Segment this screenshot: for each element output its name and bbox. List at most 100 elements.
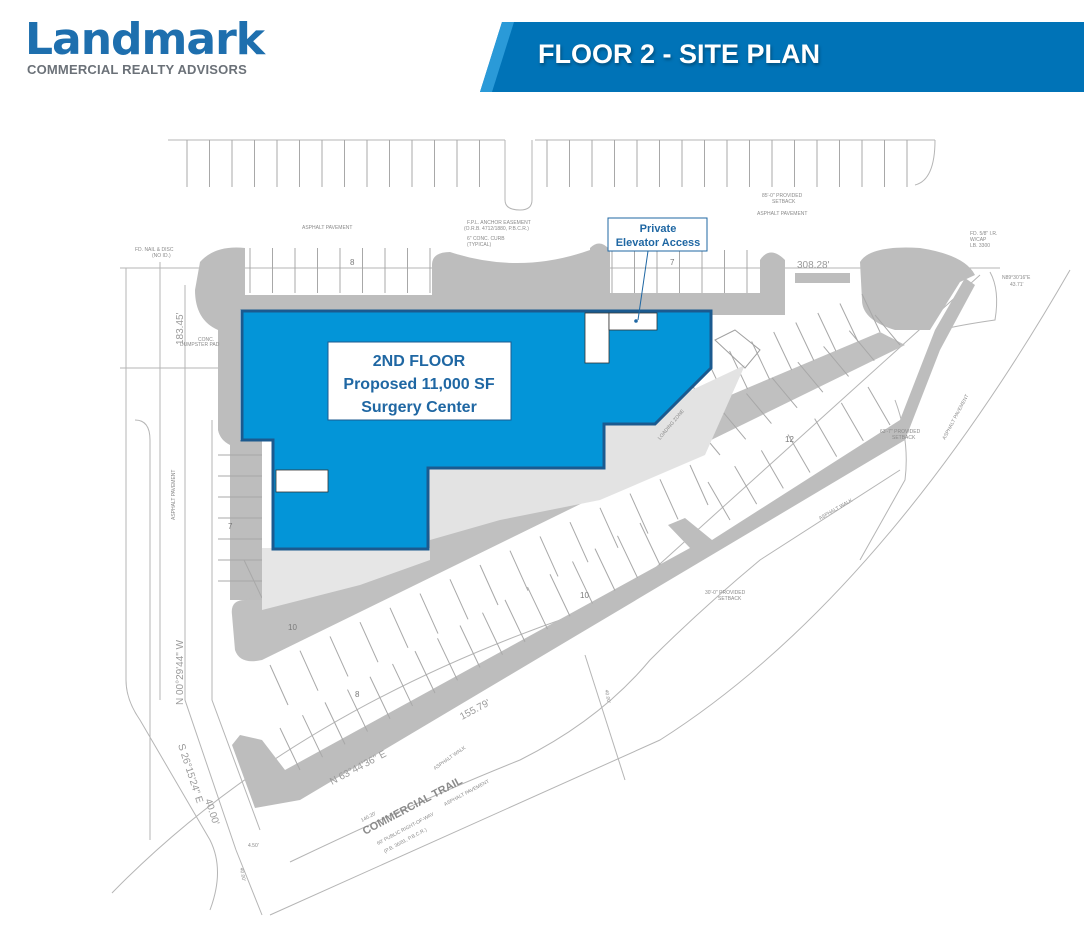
parking-count: 10	[288, 623, 297, 632]
label-asphalt-pavement: ASPHALT PAVEMENT	[302, 225, 352, 231]
parking-stall-line	[599, 507, 619, 549]
parking-count: 8	[355, 690, 360, 699]
label-easement: (O.R.B. 4712/1880, P.B.C.R.)	[464, 226, 529, 232]
dim-west-bearing: N 00°29'44" W	[175, 639, 186, 705]
parking-stall-line	[359, 621, 379, 663]
parking-stall-line	[840, 402, 864, 442]
elevator-icon	[608, 312, 658, 331]
building-use-label: Surgery Center	[361, 399, 477, 416]
label-dumpster: CONC.	[198, 337, 214, 343]
parking-stall-line	[504, 599, 526, 643]
label-setback: SETBACK	[718, 596, 742, 602]
logo-subtitle: COMMERCIAL REALTY ADVISORS	[27, 62, 247, 77]
parking-stall-line	[639, 522, 661, 566]
parking-stall-line	[299, 650, 319, 691]
parking-stall-line	[527, 586, 548, 630]
parking-stall-line	[549, 574, 571, 617]
parking-stall-line	[459, 625, 481, 668]
parking-stall-line	[861, 293, 881, 333]
stair-icon	[584, 312, 610, 364]
parking-stall-line	[572, 561, 593, 604]
label-asphalt-walk: ASPHALT WALK	[818, 497, 854, 521]
parking-stall-line	[848, 330, 875, 362]
parking-stall-line	[389, 607, 409, 649]
label-iron-rod: FD. 5/8" I.R.	[970, 231, 997, 237]
page-title: FLOOR 2 - SITE PLAN	[538, 39, 821, 69]
label-iron-rod: LB. 3300	[970, 243, 990, 249]
parking-stall-line	[629, 493, 649, 534]
parking-stall-line	[479, 564, 499, 606]
parking-stall-line	[569, 521, 589, 563]
parking-stall-line	[392, 663, 413, 707]
label-setback: 85'-0" PROVIDED	[762, 193, 803, 199]
parking-stall-line	[302, 714, 323, 758]
parking-stall-line	[839, 303, 859, 342]
parking-stall-line	[797, 361, 824, 393]
callout-line2: Elevator Access	[616, 237, 701, 249]
title-banner	[480, 22, 1084, 92]
parking-stall-line	[771, 377, 798, 409]
parking-stall-line	[787, 434, 811, 473]
label-easement: F.P.L. ANCHOR EASEMENT	[467, 220, 531, 226]
building-size-label: Proposed 11,000 SF	[343, 376, 494, 393]
parking-stall-line	[707, 481, 731, 521]
parking-stall-line	[773, 331, 793, 371]
parking-stall-line	[539, 536, 559, 577]
label-setback: 30'-0" PROVIDED	[705, 590, 746, 596]
callout-line1: Private	[640, 223, 677, 235]
parking-count: 7	[670, 258, 675, 267]
stair-icon	[275, 469, 329, 493]
parking-stall-line	[369, 676, 391, 719]
parking-stall-line	[509, 550, 529, 591]
parking-stall-line	[243, 559, 263, 599]
parking-stall-line	[760, 450, 784, 489]
parking-stall-line	[269, 664, 289, 706]
label-asphalt-walk: ASPHALT WALK	[433, 745, 468, 772]
parking-stall-line	[659, 479, 679, 520]
dim-sw2-length: 40.00'	[238, 867, 246, 881]
label-curb: 6" CONC. CURB	[467, 236, 505, 242]
label-setback: 63'-7" PROVIDED	[880, 429, 921, 435]
label-curb: (TYPICAL)	[467, 242, 492, 248]
building-floor-label: 2ND FLOOR	[373, 353, 466, 370]
parking-stall-line	[720, 408, 747, 440]
dim-north: 308.28'	[797, 260, 830, 271]
parking-stall-line	[746, 393, 772, 424]
parking-stall-line	[795, 322, 815, 361]
parking-stall-line	[437, 638, 458, 681]
parking-stall-line	[823, 346, 849, 377]
dim-sw-bearing: S 26°15'24" E	[175, 743, 205, 805]
parking-count: 8	[350, 258, 355, 267]
parking-stall-line	[874, 314, 901, 346]
label-nail: (NO ID.)	[152, 253, 171, 259]
parking-stall-line	[617, 535, 638, 579]
parking-stall-line	[817, 312, 837, 352]
parking-stall-line	[689, 464, 709, 506]
dim-ne-length: 43.71'	[1010, 282, 1024, 288]
dim-corner: 4.50'	[248, 843, 259, 849]
label-dumpster: DUMPSTER PAD	[180, 342, 220, 348]
parking-stall-line	[482, 612, 503, 655]
dim-sw-length: 40.00'	[202, 798, 221, 827]
parking-stall-line	[814, 418, 838, 457]
parking-stall-line	[594, 548, 616, 591]
parking-stall-line	[279, 727, 301, 771]
parking-stall-line	[751, 341, 771, 380]
dim-ne-bearing: N89°30'16"E	[1002, 275, 1031, 281]
label-setback: SETBACK	[892, 435, 916, 441]
dim-west-short: 183.45'	[175, 312, 186, 345]
parking-stall-line	[734, 465, 758, 505]
dim-se-length: 40.00'	[603, 689, 611, 703]
label-nail: FD. NAIL & DISC	[135, 247, 174, 253]
parking-stall-line	[449, 579, 469, 620]
parking-stall-line	[324, 702, 346, 745]
parking-stall-line	[419, 593, 439, 634]
parking-stall-line	[329, 636, 349, 677]
parking-stall-line	[867, 386, 891, 426]
logo-landmark: Landmark	[25, 14, 265, 65]
parking-count: 10	[580, 591, 589, 600]
label-iron-rod: W/CAP	[970, 237, 987, 243]
parking-stall-line	[414, 650, 436, 694]
